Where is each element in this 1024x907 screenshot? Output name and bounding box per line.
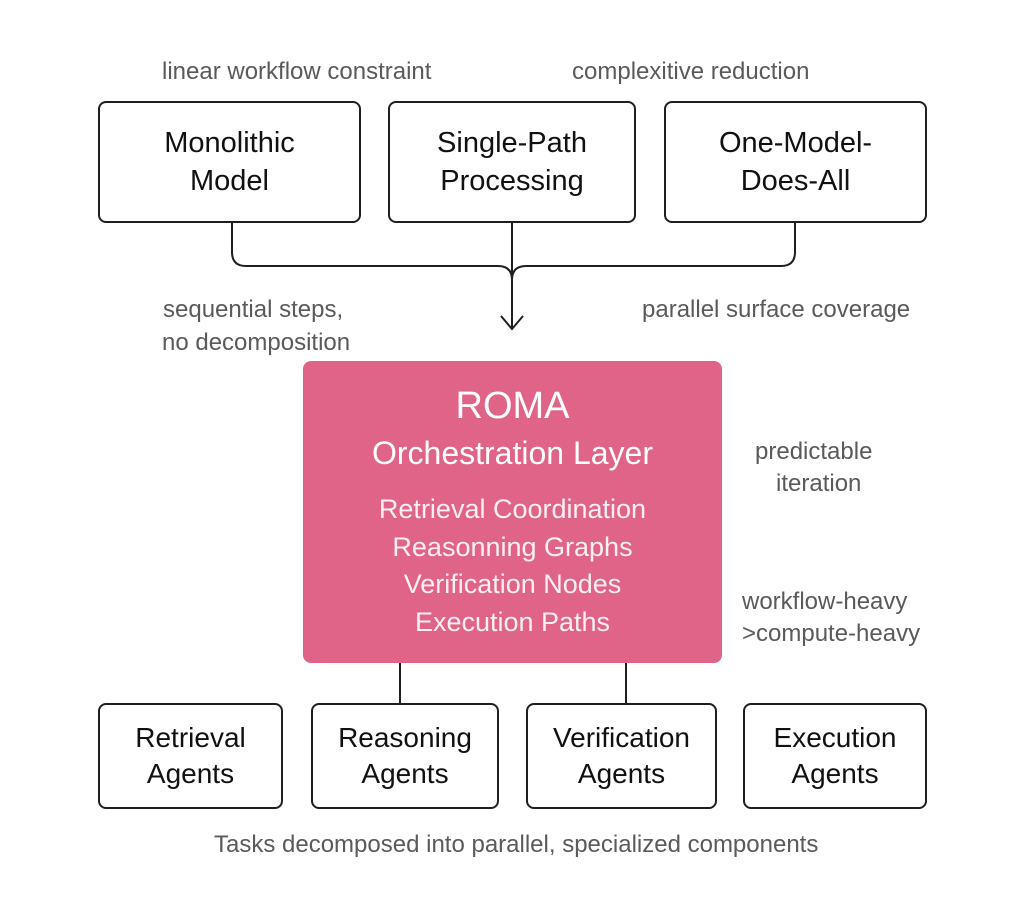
roma-item: Execution Paths — [414, 606, 611, 637]
note-tasks-decomposed: Tasks decomposed into parallel, speciali… — [214, 831, 819, 858]
box-label-line1: Single-Path — [437, 127, 587, 159]
box-one-model-does-all: One-Model- Does-All — [664, 101, 927, 223]
roma-item: Retrieval Coordination — [378, 494, 647, 524]
note-parallel-surface-coverage: parallel surface coverage — [642, 296, 911, 323]
note-sequential-steps: sequential steps, — [163, 296, 344, 323]
box-verification-agents: Verification Agents — [526, 703, 717, 809]
note-linear-workflow: linear workflow constraint — [162, 58, 432, 85]
note-compute-heavy: >compute-heavy — [742, 620, 921, 647]
note-complexity-reduction: complexitive reduction — [572, 58, 810, 85]
agent-label-line2: Agents — [791, 758, 879, 789]
agent-label-line2: Agents — [361, 758, 449, 789]
box-reasoning-agents: Reasoning Agents — [311, 703, 499, 809]
connector-one-model — [511, 222, 796, 281]
roma-title: ROMA — [455, 385, 570, 427]
agent-label-line1: Execution — [773, 722, 897, 753]
agent-label-line2: Agents — [146, 758, 235, 789]
note-predictable: predictable — [755, 438, 873, 465]
roma-item: Verification Nodes — [403, 569, 622, 599]
box-retrieval-agents: Retrieval Agents — [98, 703, 283, 809]
box-label-line1: Monolithic — [164, 127, 295, 159]
connector-monolithic — [231, 222, 513, 281]
box-execution-agents: Execution Agents — [743, 703, 927, 809]
agent-label-line1: Verification — [553, 722, 690, 753]
roma-item: Reasonning Graphs — [392, 531, 633, 562]
note-iteration: iteration — [776, 470, 862, 497]
note-workflow-heavy: workflow-heavy — [742, 588, 908, 615]
box-label-line1: One-Model- — [718, 127, 873, 159]
box-label-line2: Does-All — [740, 165, 851, 197]
note-no-decomposition: no decomposition — [162, 329, 351, 356]
arrow-head — [500, 315, 524, 331]
box-monolithic-model: Monolithic Model — [98, 101, 361, 223]
roma-subtitle: Orchestration Layer — [371, 435, 653, 471]
agent-label-line1: Retrieval — [135, 722, 246, 753]
roma-orchestration-box: ROMA Orchestration Layer Retrieval Coord… — [303, 361, 722, 663]
box-label-line2: Processing — [440, 165, 584, 197]
box-label-line2: Model — [190, 165, 269, 197]
roma-items-list: Retrieval Coordination Reasonning Graphs… — [303, 491, 722, 641]
box-single-path-processing: Single-Path Processing — [388, 101, 636, 223]
agent-label-line1: Reasoning — [338, 722, 472, 753]
agent-label-line2: Agents — [577, 758, 666, 789]
